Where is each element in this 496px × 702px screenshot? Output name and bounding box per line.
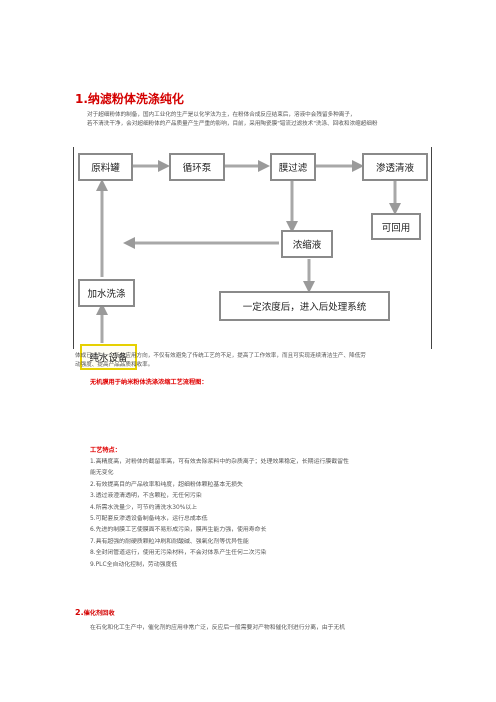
feature-item: 8.全封闭管道运行，使用无污染材料，不会对体系产生任何二次污染	[90, 550, 267, 557]
intro-line: 对于超细粉体的制备，国内工业化的生产是以化学法为主，在粉体合成反应结束后，溶液中…	[87, 112, 356, 118]
feature-item: 2.有效提高目的产品收率和纯度，超细粉体颗粒基本无损失	[90, 481, 243, 488]
process-flow-diagram: 原料罐 循环泵 膜过滤 渗透清液 浓缩液 可回用 加水洗涤 一定浓度后，进入后处…	[73, 147, 432, 370]
section2-first-line: 在石化和化工生产中，催化剂的应用非常广泛，反应后一般需要对产物和催化剂进行分离，…	[90, 625, 346, 631]
flow-arrows	[96, 160, 401, 343]
feature-item: 7.具有超强的耐硬质颗粒冲刷和耐酸碱、强氧化剂等优异性能	[90, 538, 249, 545]
pump-box: 循环泵	[169, 153, 225, 181]
feature-item: 1.高精度高，对粉体的截留率高，可有效去除浆料中的杂质离子；处理效果稳定，长期运…	[90, 459, 349, 465]
section1-intro: 对于超细粉体的制备，国内工业化的生产是以化学法为主，在粉体合成反应结束后，溶液中…	[75, 111, 425, 129]
permeate-box: 渗透清液	[362, 153, 428, 181]
feature-item: 3.透过液澄清透明，不含颗粒，无任何污染	[90, 493, 202, 500]
add-water-box: 加水洗涤	[78, 279, 135, 307]
feature-item: 9.PLC全自动化控制，劳动强度低	[90, 561, 178, 568]
section2-number: 2.	[75, 608, 84, 617]
post-process-box: 一定浓度后，进入后处理系统	[219, 291, 390, 321]
features-list: 1.高精度高，对粉体的截留率高，可有效去除浆料中的杂质离子；处理效果稳定，长期运…	[90, 457, 425, 571]
reusable-box: 可回用	[371, 213, 421, 240]
intro-line: 若不清洗干净，会对超细粉体的产品质量产生严重的影响，目前，采用陶瓷膜"错流过滤技…	[87, 121, 378, 127]
raw-tank-box: 原料罐	[78, 153, 133, 181]
concentrate-box: 浓缩液	[281, 230, 333, 258]
after-line: 体成已成为一个新的应用方向，不仅有效避免了传统工艺的不足，提高了工作效率，而且可…	[75, 353, 366, 359]
feature-item: 能无变化	[90, 470, 114, 477]
section1-after-text: 体成已成为一个新的应用方向，不仅有效避免了传统工艺的不足，提高了工作效率，而且可…	[75, 352, 425, 370]
features-title: 工艺特点：	[90, 447, 121, 454]
feature-item: 4.所需水洗量少，可节约清洗水30%以上	[90, 504, 198, 511]
membrane-box: 膜过滤	[270, 153, 316, 181]
feature-item: 5.可配套反渗透设备制备纯水，运行总成本低	[90, 516, 208, 523]
section2-title: 2.催化剂回收	[75, 608, 115, 617]
section2-title-text: 催化剂回收	[83, 610, 115, 617]
section1-title: 1.纳滤粉体洗涤纯化	[75, 92, 184, 106]
after-line: 动强度、提高产品品质和收率。	[75, 362, 154, 368]
process-caption: 无机膜用于纳米粉体洗涤浓缩工艺流程图：	[90, 379, 208, 386]
pure-water-box: 纯水设备	[80, 344, 137, 370]
feature-item: 6.先进的制膜工艺使膜面不易形成污染，膜再生能力强，使用寿命长	[90, 527, 267, 534]
